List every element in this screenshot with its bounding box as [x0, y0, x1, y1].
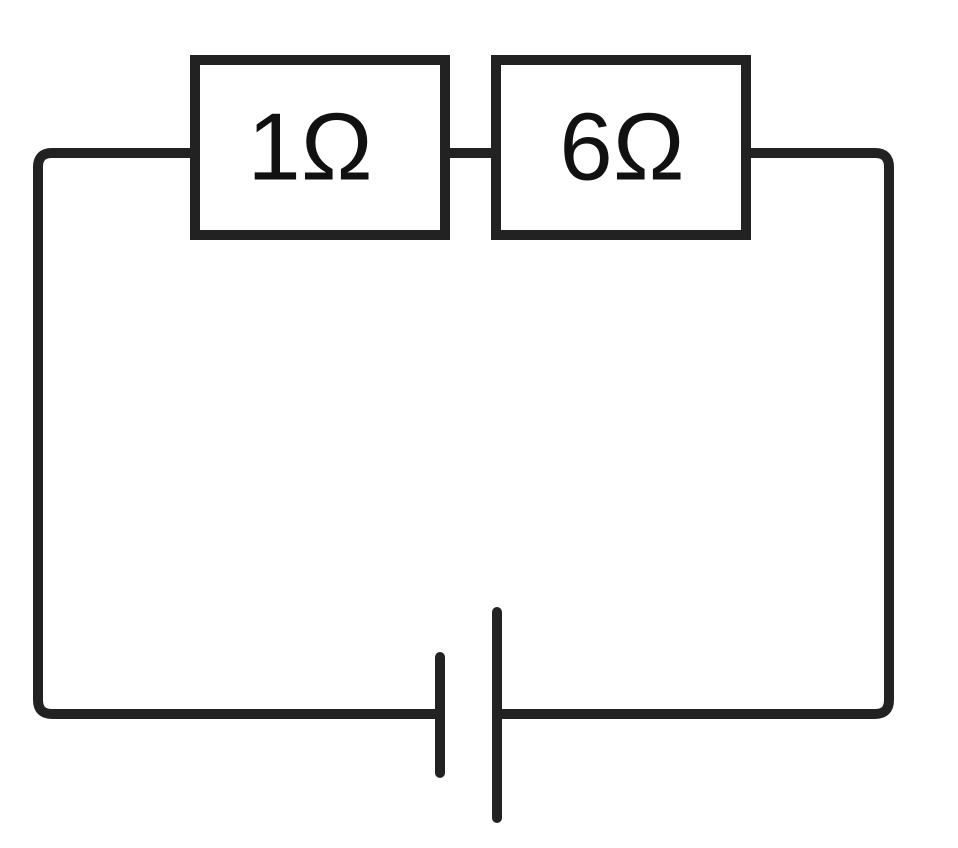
- battery-cell: [435, 607, 502, 823]
- resistor-2-box: [491, 55, 751, 240]
- resistor-2: 6Ω: [491, 55, 751, 240]
- resistor-2-label: 6Ω: [559, 93, 684, 200]
- resistor-1: 1Ω: [190, 55, 450, 240]
- resistor-1-box: [190, 55, 450, 240]
- resistor-1-label: 1Ω: [247, 93, 372, 200]
- wire-left: [33, 148, 445, 719]
- wire-right: [492, 148, 894, 719]
